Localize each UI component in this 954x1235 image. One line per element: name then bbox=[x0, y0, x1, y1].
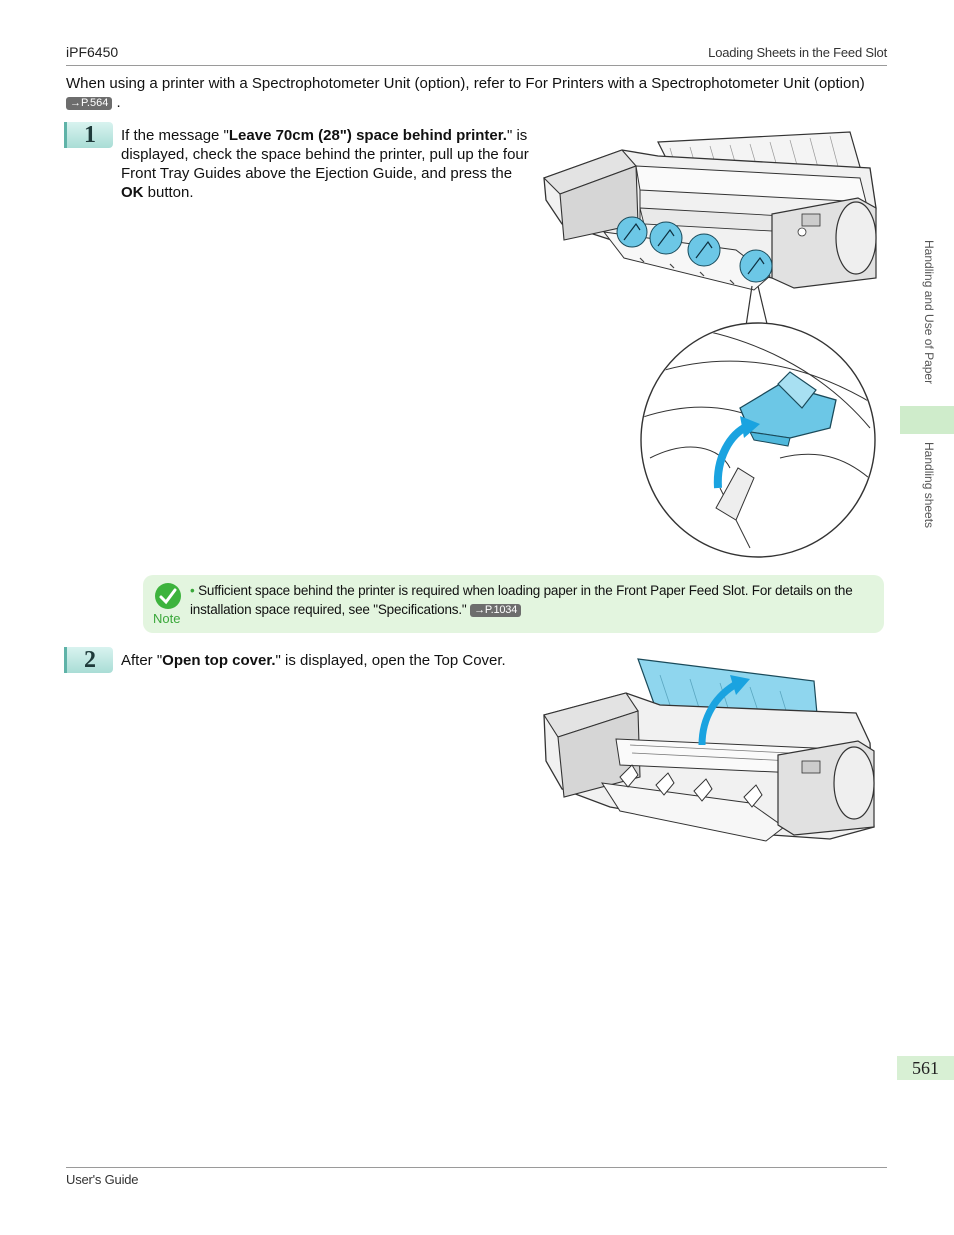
step-1-text-c: button. bbox=[143, 184, 194, 201]
step-2-text-a: After " bbox=[121, 652, 163, 669]
note-body: Sufficient space behind the printer is r… bbox=[190, 583, 853, 617]
header-section-title: Loading Sheets in the Feed Slot bbox=[708, 45, 887, 60]
step-1-instruction: If the message "Leave 70cm (28") space b… bbox=[121, 126, 533, 202]
footer-divider bbox=[66, 1167, 887, 1168]
note-text: • Sufficient space behind the printer is… bbox=[190, 581, 870, 619]
note-checkmark-icon bbox=[155, 583, 181, 609]
step-2-text-b: " is displayed, open the Top Cover. bbox=[275, 652, 506, 669]
note-bullet: • bbox=[190, 583, 195, 598]
step-number-2: 2 bbox=[64, 647, 113, 673]
step-2-instruction: After "Open top cover." is displayed, op… bbox=[121, 651, 541, 670]
step-number-1: 1 bbox=[64, 122, 113, 148]
page-reference-link[interactable]: →P.564 bbox=[66, 97, 113, 110]
intro-paragraph: When using a printer with a Spectrophoto… bbox=[66, 74, 888, 112]
header-model: iPF6450 bbox=[66, 44, 119, 60]
step-2-message: Open top cover. bbox=[162, 652, 276, 669]
header-divider bbox=[66, 65, 887, 66]
sidebar-tab-marker bbox=[900, 406, 954, 434]
step-1-ok-label: OK bbox=[121, 184, 144, 201]
front-tray-guides-illustration bbox=[540, 128, 885, 560]
footer-title: User's Guide bbox=[66, 1172, 139, 1187]
open-top-cover-illustration bbox=[540, 657, 885, 847]
sidebar-chapter-label: Handling and Use of Paper bbox=[922, 240, 936, 385]
note-page-reference-link[interactable]: →P.1034 bbox=[470, 604, 522, 617]
step-1-message: Leave 70cm (28") space behind printer. bbox=[228, 127, 507, 144]
page-number: 561 bbox=[897, 1056, 954, 1080]
intro-tail: . bbox=[116, 94, 121, 111]
note-label: Note bbox=[153, 611, 181, 626]
sidebar-section-label: Handling sheets bbox=[922, 442, 936, 529]
intro-text: When using a printer with a Spectrophoto… bbox=[66, 75, 865, 92]
step-1-text-b: " is displayed, check the space behind t… bbox=[121, 127, 529, 182]
step-1-text-a: If the message " bbox=[121, 127, 229, 144]
